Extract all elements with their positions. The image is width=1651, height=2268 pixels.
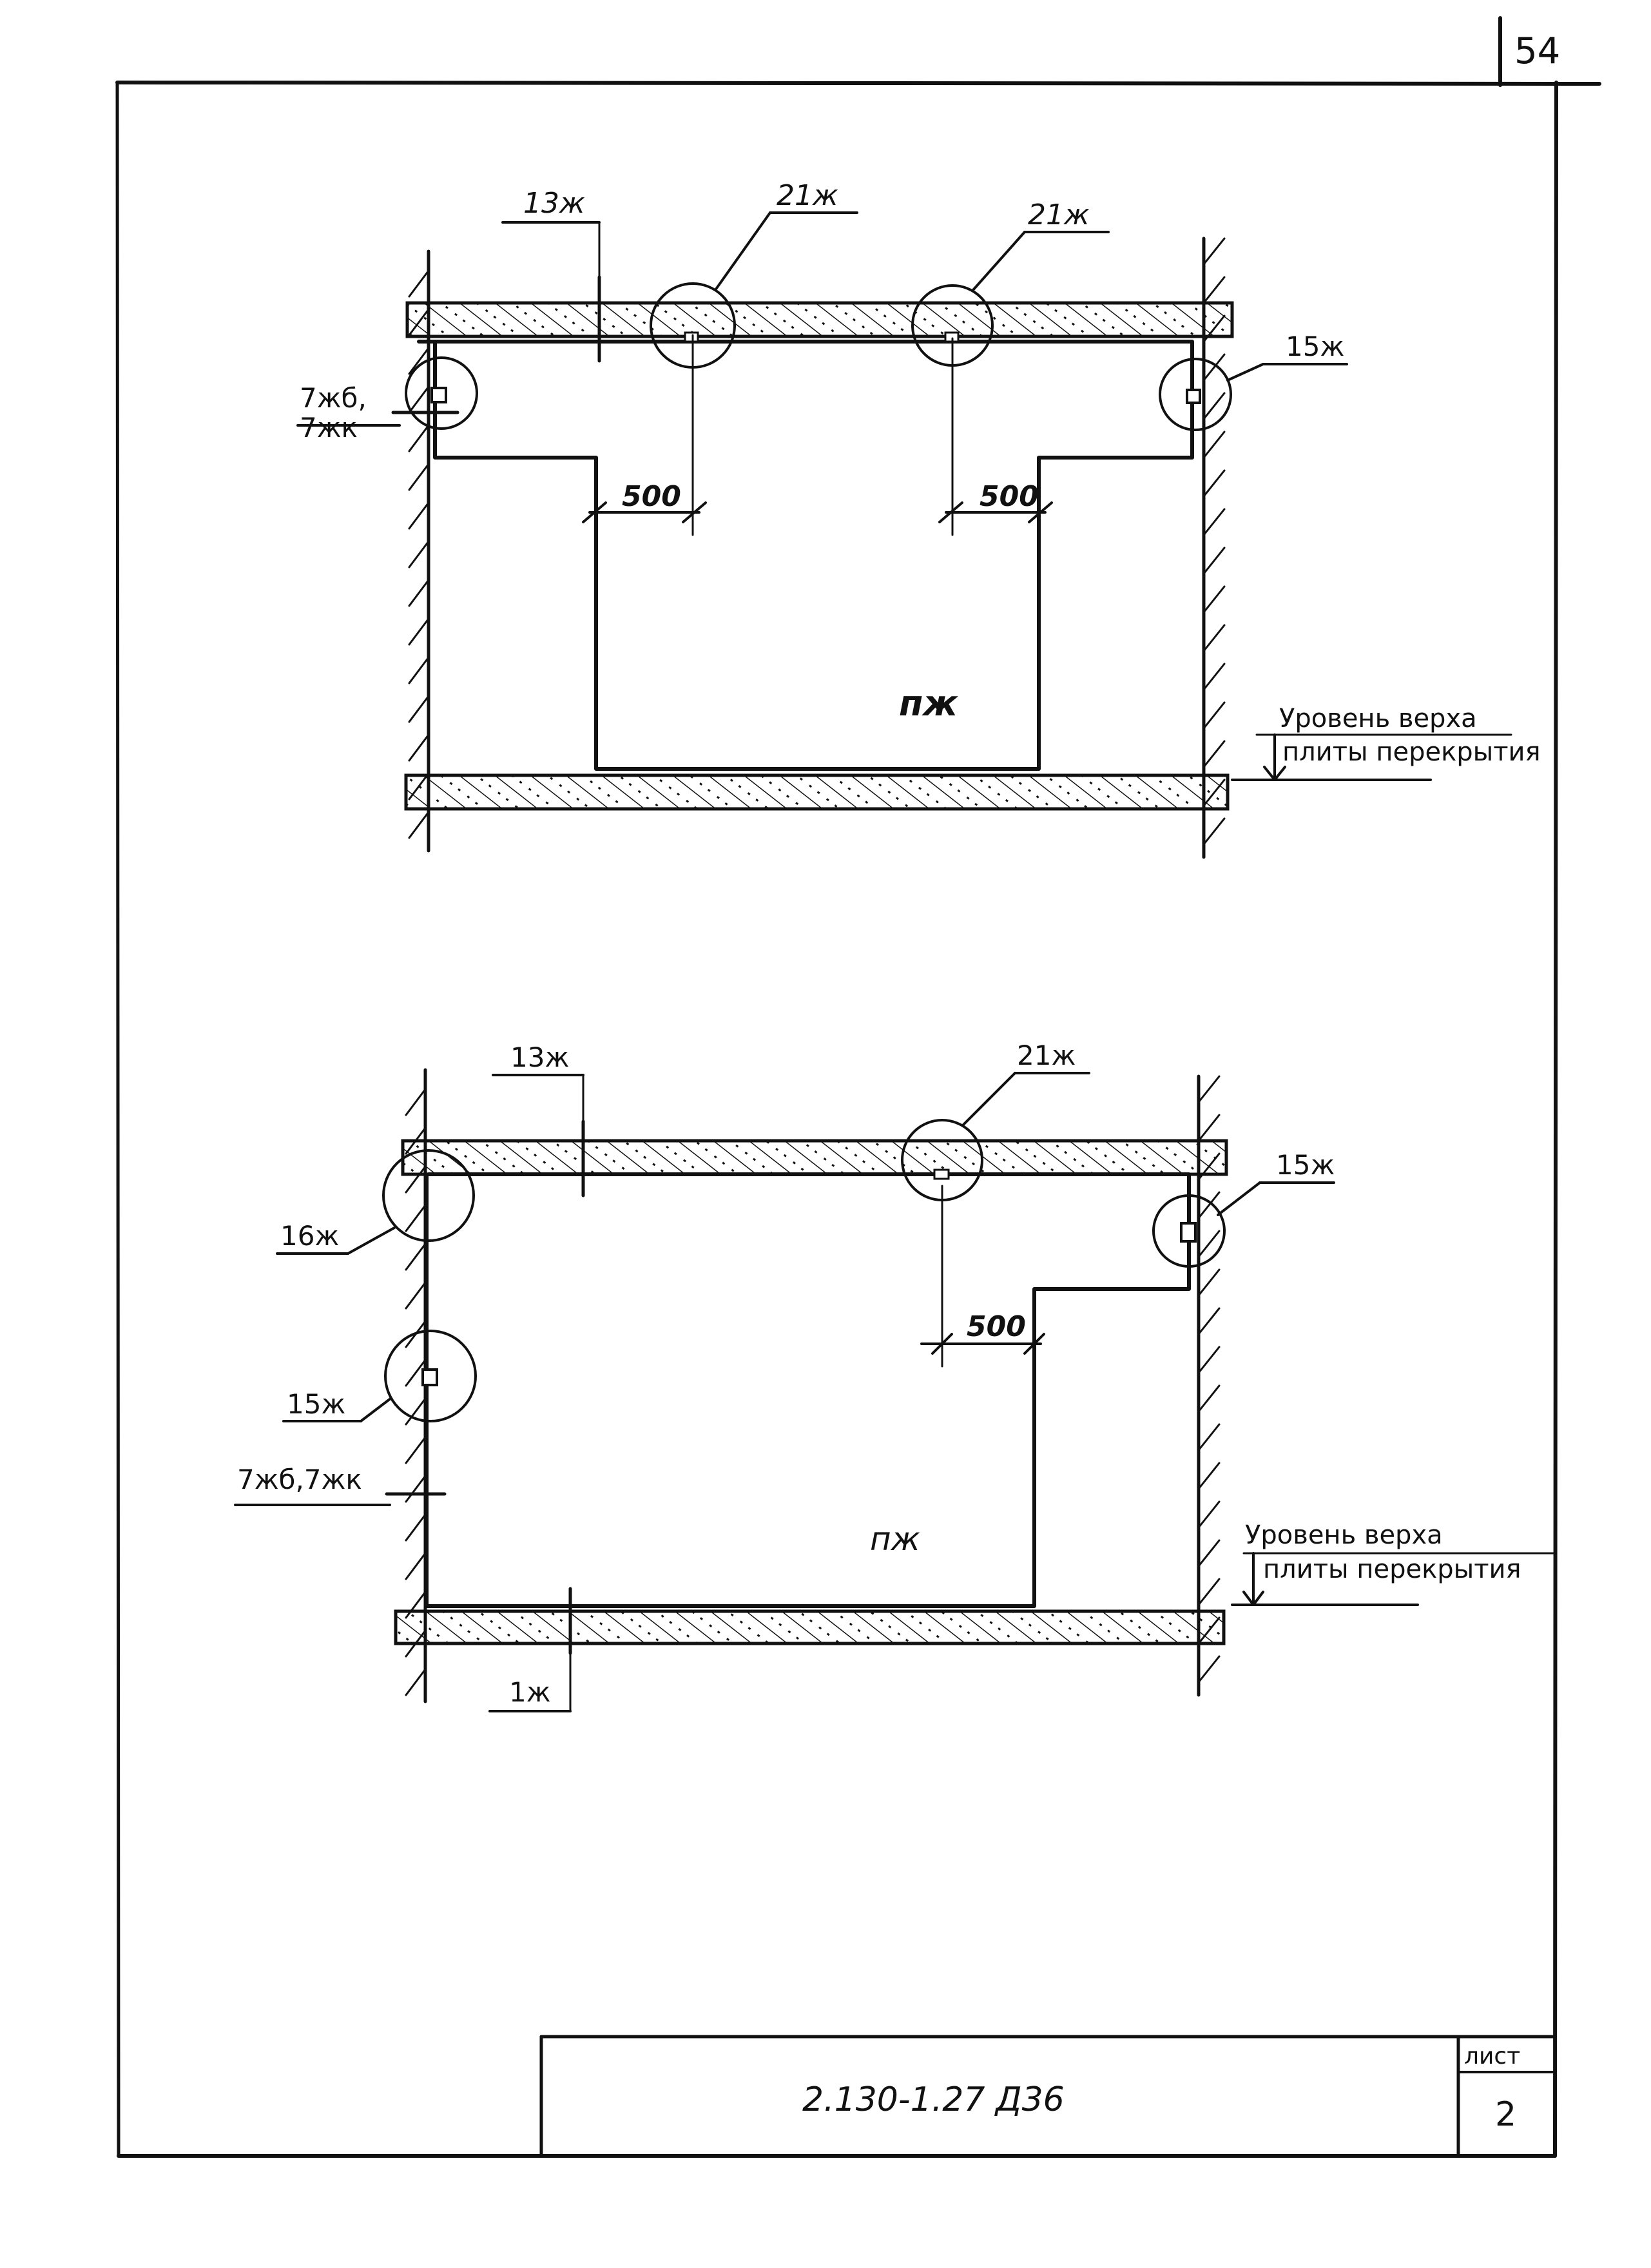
level-text-bottom-1: Уровень верха: [1245, 1520, 1443, 1550]
floor-slab-bottom: [394, 1609, 1226, 1645]
document-code: 2.130-1.27 Д36: [802, 2080, 1065, 2119]
label-13-bottom: 13ж: [510, 1042, 569, 1073]
level-text-bottom-2: плиты перекрытия: [1263, 1555, 1521, 1584]
label-21-bottom: 21ж: [1017, 1040, 1076, 1071]
label-15-top: 15ж: [1286, 331, 1344, 362]
label-13-top: 13ж: [523, 187, 585, 220]
floor-slab-top: [404, 773, 1230, 811]
callout-13-top: 13ж: [501, 187, 601, 363]
callout-21-bottom: 21ж: [901, 1040, 1090, 1201]
room-label-bottom: пж: [870, 1520, 920, 1558]
title-block: 2.130-1.27 Д36 лист 2: [539, 2035, 1557, 2158]
callout-15-top: 15ж: [1159, 331, 1348, 431]
sheet-frame: [115, 81, 1601, 2158]
sheet-number: 2: [1495, 2095, 1516, 2134]
label-21-left-top: 21ж: [777, 179, 838, 212]
callout-16-bottom: 16ж: [276, 1149, 475, 1255]
conduit-route-bottom: [425, 1172, 1191, 1608]
label-7-top-1: 7жб,: [300, 382, 367, 414]
dimension-bottom: 500: [920, 1185, 1045, 1368]
detail-top: 13ж 21ж 21ж 7жб, 7жк: [296, 179, 1541, 859]
callout-21-left-top: 21ж: [650, 179, 858, 369]
level-text-top-2: плиты перекрытия: [1282, 737, 1541, 767]
callout-21-right-top: 21ж: [911, 199, 1110, 367]
level-marker-bottom: Уровень верха плиты перекрытия: [1231, 1520, 1558, 1606]
callout-15-left-bottom: 15ж: [282, 1330, 477, 1422]
dimension-left-top: 500: [582, 334, 707, 536]
detail-bottom: 13ж 21ж 16ж 15ж: [234, 1040, 1558, 1712]
callout-15-right-bottom: 15ж: [1152, 1149, 1335, 1268]
label-7-bottom: 7жб,7жк: [237, 1464, 362, 1495]
label-7-top-2: 7жк: [300, 412, 358, 443]
label-16-bottom: 16ж: [280, 1220, 339, 1252]
room-label-top: пж: [899, 683, 958, 724]
dim-500-left-top: 500: [622, 480, 681, 513]
sheet-label: лист: [1464, 2043, 1520, 2069]
ceiling-slab-bottom: [401, 1139, 1228, 1176]
dim-500-right-top: 500: [980, 480, 1039, 513]
callout-13-bottom: 13ж: [492, 1042, 585, 1197]
conduit-route-top: [417, 340, 1194, 771]
label-15-right-bottom: 15ж: [1276, 1149, 1335, 1181]
callout-7-top: 7жб, 7жк: [296, 356, 478, 443]
level-text-top-1: Уровень верха: [1279, 704, 1477, 733]
callout-1-bottom: 1ж: [488, 1587, 572, 1712]
level-marker-top: Уровень верха плиты перекрытия: [1231, 704, 1541, 781]
dimension-right-top: 500: [938, 337, 1053, 536]
label-15-left-bottom: 15ж: [287, 1388, 345, 1420]
callout-7-bottom: 7жб,7жк: [234, 1464, 447, 1506]
dim-500-bottom: 500: [967, 1310, 1026, 1343]
label-1-bottom: 1ж: [509, 1676, 551, 1708]
label-21-right-top: 21ж: [1028, 199, 1090, 231]
page-number-block: 54: [1498, 16, 1560, 87]
ceiling-slab-top: [405, 301, 1234, 338]
page-number: 54: [1514, 30, 1560, 72]
